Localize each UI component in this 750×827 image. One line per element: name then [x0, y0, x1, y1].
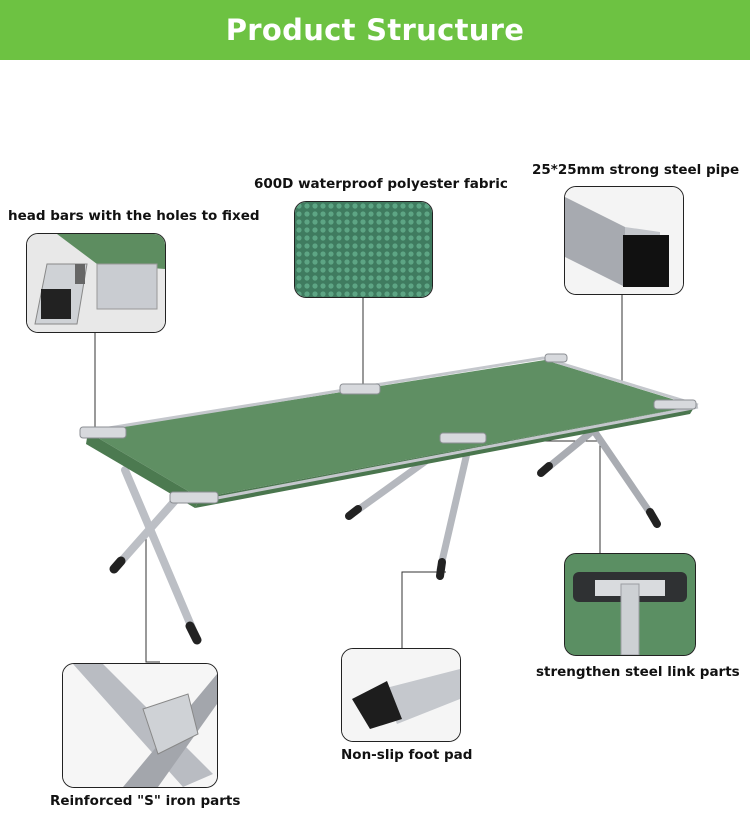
link-parts-label: strengthen steel link parts [536, 664, 740, 680]
iron-parts-detail-image [62, 663, 218, 788]
foot-pad-detail-image [341, 648, 461, 742]
steel-pipe-label: 25*25mm strong steel pipe [532, 162, 740, 178]
cot-legs [109, 421, 661, 645]
page-title: Product Structure [225, 13, 525, 47]
head-bars-label: head bars with the holes to fixed [8, 208, 260, 224]
fabric-label: 600D waterproof polyester fabric [254, 176, 508, 192]
iron-parts-label: Reinforced "S" iron parts [50, 793, 241, 809]
foot-pad-label: Non-slip foot pad [341, 747, 473, 763]
head-bars-detail-image [26, 233, 166, 333]
link-parts-detail-image [564, 553, 696, 656]
fabric-detail-image [294, 201, 433, 298]
header-banner: Product Structure [0, 0, 750, 60]
cot-fabric [79, 353, 699, 508]
steel-pipe-detail-image [564, 186, 684, 295]
